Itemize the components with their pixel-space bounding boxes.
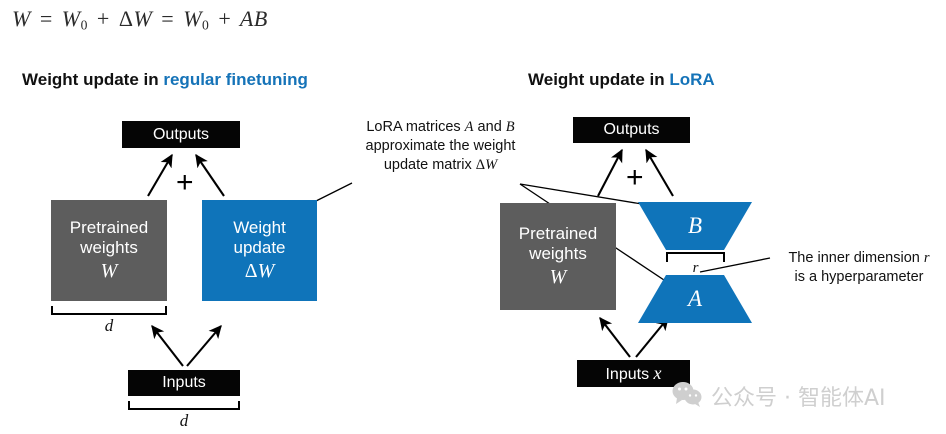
left-outputs-label: Outputs [152, 125, 210, 143]
equation-w0-a: W [61, 6, 81, 31]
center-annot-a: A [464, 119, 474, 135]
center-annot-line1: LoRA matrices A and B [366, 119, 514, 135]
center-annot-mid: and [473, 119, 506, 135]
right-annot-line2: is a hyperparameter [794, 269, 924, 286]
equation-delta: Δ [118, 6, 134, 31]
left-weights-dim-bracket [51, 306, 167, 315]
equation-w0-b: W [183, 6, 203, 31]
watermark-text: 公众号 · 智能体AI [711, 386, 886, 411]
watermark: 公众号 · 智能体AI [672, 380, 886, 412]
left-panel-heading: Weight update in regular finetuning [22, 70, 308, 90]
right-pretrained-weights-box[interactable]: Pretrained weights W [500, 203, 616, 310]
left-update-line2: update [233, 238, 286, 258]
right-inputs-box[interactable]: Inputs x [577, 360, 690, 387]
left-heading-prefix: Weight update in [22, 70, 164, 89]
right-plus-sign: + [626, 163, 644, 193]
equation-plus-2: + [218, 6, 232, 31]
left-pretrained-line2: weights [80, 238, 138, 258]
left-plus-glyph: + [176, 166, 194, 199]
left-heading-accent: regular finetuning [163, 70, 308, 89]
left-update-symbol: ΔW [245, 259, 275, 283]
left-inputs-dim-bracket [128, 401, 240, 410]
equation-dw: W [133, 6, 153, 31]
left-outputs-box[interactable]: Outputs [122, 121, 240, 148]
left-weight-update-box[interactable]: Weight update ΔW [202, 200, 317, 301]
left-inputs-box[interactable]: Inputs [128, 370, 240, 396]
right-annot-line1: The inner dimension r [788, 250, 929, 266]
equation-sub-0-a: 0 [80, 17, 88, 33]
matrix-a-trapezoid[interactable]: A [638, 275, 752, 323]
left-update-delta: Δ [244, 260, 258, 283]
center-annot-line2: approximate the weight [365, 138, 516, 155]
center-annot-line3: update matrix ΔW [384, 157, 497, 173]
left-update-w: W [257, 260, 275, 283]
equation-plus-1: + [96, 6, 110, 31]
left-plus-sign: + [176, 168, 194, 198]
center-annot-delta: Δ [475, 157, 486, 174]
left-inputs-label: Inputs [162, 374, 206, 392]
left-pretrained-symbol: W [100, 260, 118, 283]
right-pretrained-line1: Pretrained [518, 223, 598, 243]
matrix-b-shape [638, 202, 752, 250]
left-pretrained-line1: Pretrained [69, 217, 149, 237]
right-heading-prefix: Weight update in [528, 70, 670, 89]
center-annot-line1-prefix: LoRA matrices [366, 119, 465, 135]
equation-a: A [239, 6, 254, 31]
matrix-b-trapezoid[interactable]: B [638, 202, 752, 250]
equation-equals-2: = [161, 6, 175, 31]
left-inputs-dim-label: d [179, 411, 189, 430]
right-inputs-label: Inputs x [605, 363, 661, 385]
left-update-line1: Weight [233, 217, 286, 237]
center-annot-line3-prefix: update matrix [383, 157, 476, 174]
equation-lhs: W [12, 6, 31, 31]
equation-b: B [253, 6, 268, 31]
matrix-b-label: B [687, 213, 703, 238]
equation-sub-0-b: 0 [202, 17, 210, 33]
matrix-a-shape [638, 275, 752, 323]
right-pretrained-line2: weights [529, 244, 587, 264]
right-annot-var: r [923, 250, 930, 266]
equation-equals-1: = [39, 6, 53, 31]
lora-matrices-annotation: LoRA matrices A and B approximate the we… [348, 118, 533, 175]
center-annot-b: B [505, 119, 515, 135]
right-plus-glyph: + [626, 161, 644, 194]
matrix-a-label: A [687, 286, 703, 311]
inner-dimension-label: r [692, 260, 699, 276]
right-inputs-label-prefix: Inputs [605, 365, 654, 383]
top-equation: W = W0 + ΔW = W0 + AB [12, 6, 268, 33]
right-inputs-label-var: x [653, 362, 662, 383]
inner-dimension-bracket [666, 252, 725, 262]
right-heading-accent: LoRA [669, 70, 715, 89]
left-weights-dim-label: d [104, 316, 114, 335]
right-annot-line1-prefix: The inner dimension [788, 250, 924, 266]
inner-dimension-annotation: The inner dimension r is a hyperparamete… [775, 249, 943, 287]
wechat-icon [672, 381, 702, 412]
right-outputs-label: Outputs [603, 121, 660, 139]
center-annot-w: W [485, 157, 498, 174]
right-panel-heading: Weight update in LoRA [528, 70, 715, 90]
left-pretrained-weights-box[interactable]: Pretrained weights W [51, 200, 167, 301]
right-pretrained-symbol: W [549, 266, 567, 289]
right-outputs-box[interactable]: Outputs [573, 117, 690, 143]
